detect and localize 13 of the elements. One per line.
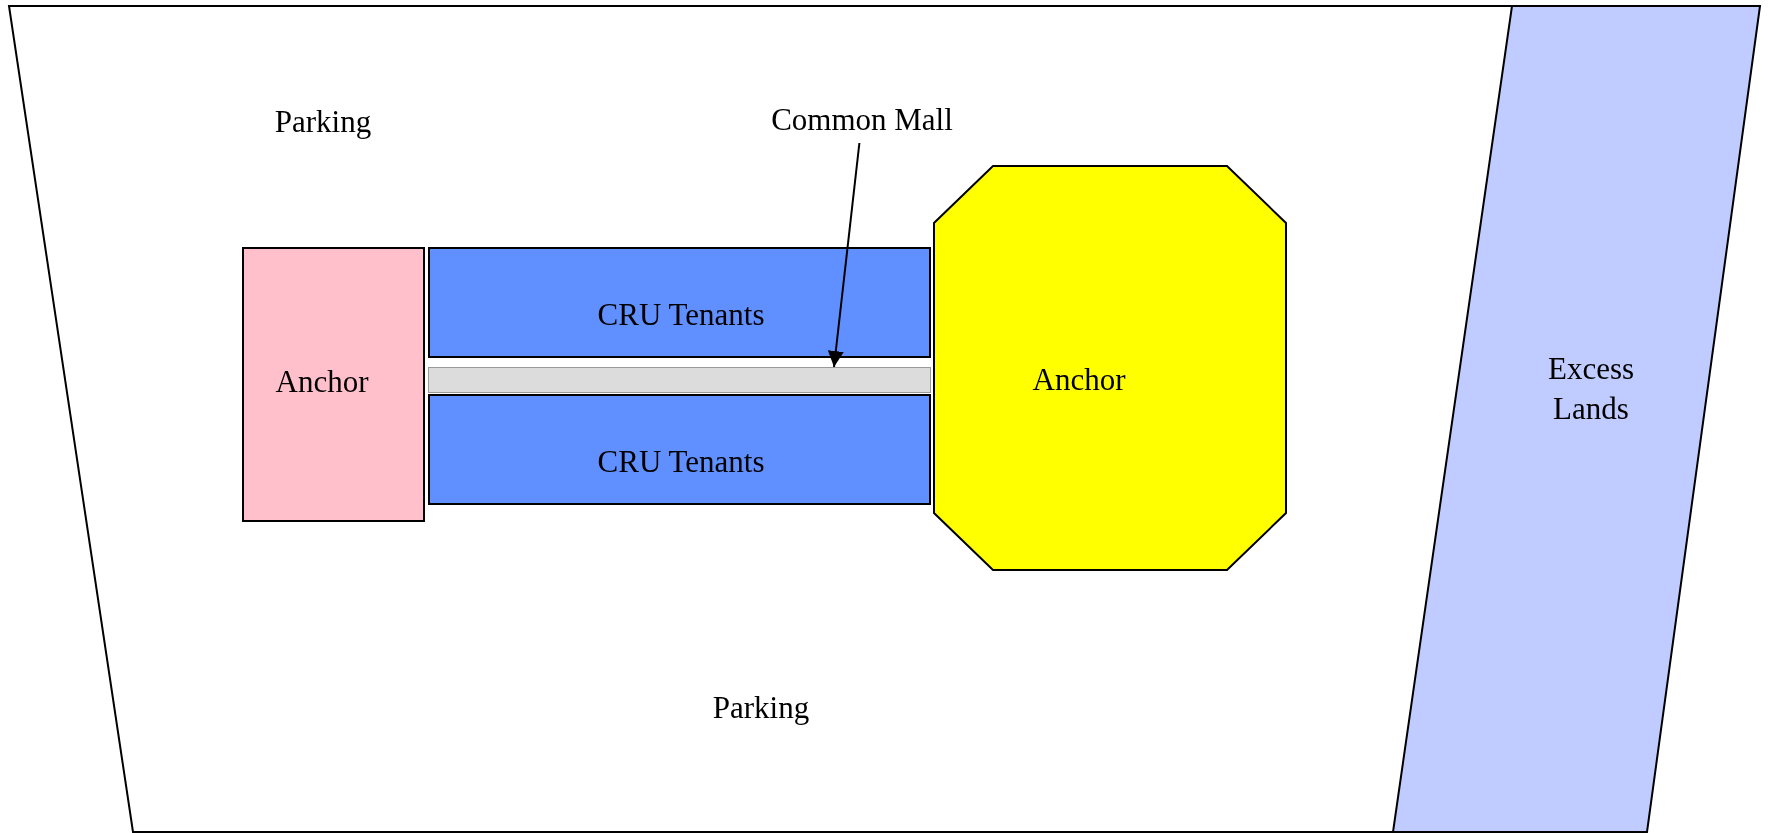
leader-arrow bbox=[827, 142, 861, 368]
anchor-store-block bbox=[242, 247, 425, 522]
tenant-label: CRU Tenants bbox=[597, 295, 765, 334]
area-label: Excess Lands bbox=[1546, 349, 1636, 428]
store-label: Anchor bbox=[275, 362, 369, 401]
tenant-block bbox=[428, 394, 931, 505]
parking-label: Parking bbox=[712, 688, 810, 727]
parking-label: Parking bbox=[274, 102, 372, 141]
tenant-label: CRU Tenants bbox=[597, 442, 765, 481]
area-label: Common Mall bbox=[771, 100, 953, 139]
tenant-block bbox=[428, 247, 931, 358]
mall-walkway bbox=[428, 367, 931, 393]
store-label: Anchor bbox=[1032, 360, 1126, 399]
